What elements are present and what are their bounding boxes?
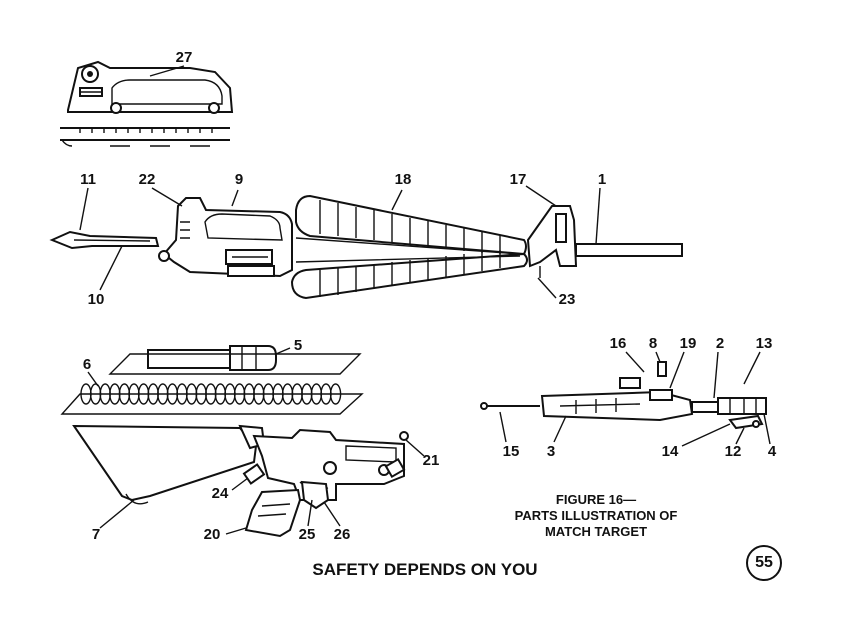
callout-label-9: 9 bbox=[235, 171, 243, 188]
callout-label-11: 11 bbox=[80, 171, 96, 188]
callout-leader-7 bbox=[99, 499, 135, 529]
callout-leader-24 bbox=[231, 477, 249, 491]
callout-label-25: 25 bbox=[299, 526, 316, 543]
buffer-part bbox=[108, 345, 362, 375]
safety-footer: SAFETY DEPENDS ON YOU bbox=[312, 560, 538, 579]
callout-label-2: 2 bbox=[716, 335, 724, 352]
callout-leader-16 bbox=[625, 351, 645, 373]
trigger-part bbox=[300, 480, 330, 510]
callout-leader-17 bbox=[525, 185, 557, 207]
callout-label-12: 12 bbox=[725, 443, 742, 460]
caption-line-3: MATCH TARGET bbox=[544, 524, 648, 539]
callout-label-24: 24 bbox=[212, 485, 229, 502]
callout-leader-19 bbox=[669, 351, 685, 389]
callout-leader-11 bbox=[79, 187, 89, 231]
callout-leader-21 bbox=[405, 439, 425, 457]
callout-leader-23 bbox=[537, 277, 557, 299]
callout-label-3: 3 bbox=[547, 443, 555, 460]
bolt-part bbox=[691, 397, 767, 415]
callout-label-21: 21 bbox=[423, 452, 440, 469]
firing-pin-part bbox=[480, 402, 540, 410]
spring-coils bbox=[80, 383, 342, 405]
callout-leader-18 bbox=[391, 189, 403, 211]
callout-leader-4 bbox=[763, 413, 771, 445]
caption-line-1: FIGURE 16— bbox=[555, 492, 637, 507]
front-sight-barrel-part bbox=[526, 205, 683, 278]
extractor-part bbox=[728, 414, 764, 430]
spring-coil bbox=[329, 383, 342, 405]
callout-label-7: 7 bbox=[92, 526, 100, 543]
callout-leader-6 bbox=[87, 371, 99, 387]
callout-leader-12 bbox=[735, 427, 745, 445]
callout-leader-22 bbox=[151, 187, 183, 207]
callout-leader-25 bbox=[307, 499, 313, 527]
figure-caption: FIGURE 16— PARTS ILLUSTRATION OF MATCH T… bbox=[480, 492, 712, 540]
callout-label-4: 4 bbox=[768, 443, 777, 460]
callout-label-6: 6 bbox=[83, 356, 91, 373]
callout-label-18: 18 bbox=[395, 171, 412, 188]
callout-leader-26 bbox=[323, 501, 341, 527]
callout-label-13: 13 bbox=[756, 335, 773, 352]
callout-label-15: 15 bbox=[503, 443, 520, 460]
callout-leader-10 bbox=[99, 245, 123, 291]
callout-leader-20 bbox=[225, 527, 247, 535]
callout-label-22: 22 bbox=[139, 171, 156, 188]
callout-leader-9 bbox=[231, 189, 239, 207]
pistol-grip-part bbox=[244, 488, 302, 538]
callout-label-19: 19 bbox=[680, 335, 697, 352]
handguard-upper-part bbox=[295, 194, 527, 256]
callout-label-8: 8 bbox=[649, 335, 657, 352]
callout-leader-13 bbox=[743, 351, 761, 385]
callout-label-14: 14 bbox=[662, 443, 679, 460]
callout-leader-3 bbox=[553, 415, 567, 443]
lower-receiver-part bbox=[242, 428, 409, 501]
callout-label-1: 1 bbox=[598, 171, 606, 188]
callout-label-10: 10 bbox=[88, 291, 105, 308]
callout-leader-14 bbox=[681, 423, 731, 447]
callout-label-16: 16 bbox=[610, 335, 627, 352]
caption-line-2: PARTS ILLUSTRATION OF bbox=[514, 508, 678, 523]
callout-leader-5 bbox=[275, 347, 291, 355]
callout-label-5: 5 bbox=[294, 337, 302, 354]
callout-label-26: 26 bbox=[334, 526, 351, 543]
callout-leader-27 bbox=[149, 65, 185, 77]
handguard-lower-part bbox=[290, 237, 528, 300]
callout-label-23: 23 bbox=[559, 291, 576, 308]
callout-label-20: 20 bbox=[204, 526, 221, 543]
action-spring-part bbox=[60, 383, 364, 415]
page-number-badge: 55 bbox=[746, 545, 782, 581]
buttstock-part bbox=[72, 424, 266, 505]
charging-handle-part bbox=[49, 230, 160, 250]
cam-pin-part bbox=[657, 361, 667, 377]
upper-receiver-part bbox=[158, 197, 293, 278]
callout-leader-8 bbox=[655, 351, 661, 363]
callout-leader-1 bbox=[595, 187, 601, 245]
callout-leader-15 bbox=[499, 411, 507, 443]
callout-label-17: 17 bbox=[510, 171, 527, 188]
callout-label-27: 27 bbox=[176, 49, 193, 66]
callout-leader-2 bbox=[713, 351, 719, 399]
carrying-handle-part bbox=[60, 60, 234, 147]
bolt-carrier-part bbox=[540, 377, 694, 422]
